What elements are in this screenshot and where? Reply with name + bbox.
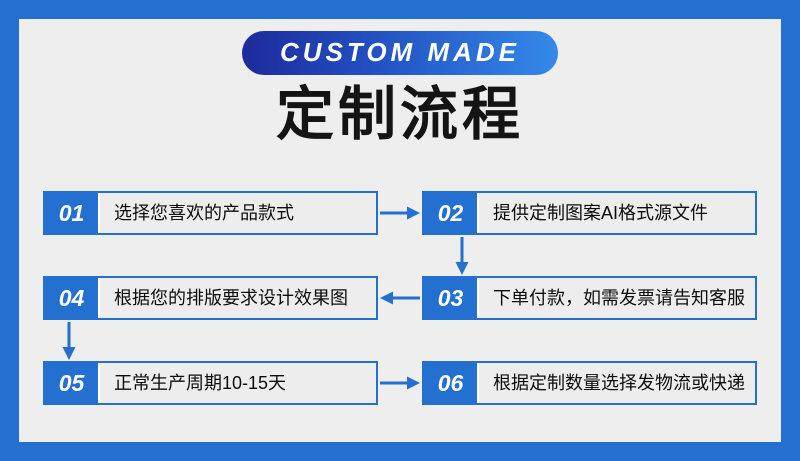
arrow-left-icon-03-to-04 [378, 276, 422, 320]
step-card-05[interactable]: 05 正常生产周期10-15天 [43, 361, 378, 405]
arrow-down-icon-04-to-05 [49, 320, 89, 361]
step-body-01: 选择您喜欢的产品款式 [98, 193, 376, 233]
step-label-01: 选择您喜欢的产品款式 [114, 203, 294, 223]
step-label-06: 根据定制数量选择发物流或快递 [493, 373, 745, 393]
custom-made-badge: CUSTOM MADE [242, 31, 558, 75]
step-number-05: 05 [45, 363, 98, 403]
step-number-01: 01 [45, 193, 98, 233]
step-label-02: 提供定制图案AI格式源文件 [493, 203, 709, 223]
arrow-right-icon-01-to-02 [378, 191, 422, 235]
step-number-04: 04 [45, 278, 98, 318]
flow-row-2: 04 根据您的排版要求设计效果图 03 下单付款，如需发票请告知客服 [43, 276, 757, 320]
step-card-01[interactable]: 01 选择您喜欢的产品款式 [43, 191, 378, 235]
flow-row-3: 05 正常生产周期10-15天 06 根据定制数量选择发物流或快递 [43, 361, 757, 405]
step-card-06[interactable]: 06 根据定制数量选择发物流或快递 [422, 361, 757, 405]
step-label-03: 下单付款，如需发票请告知客服 [493, 288, 745, 308]
step-body-02: 提供定制图案AI格式源文件 [477, 193, 755, 233]
flow-gap-2 [43, 320, 757, 361]
flow-row-1: 01 选择您喜欢的产品款式 02 提供定制图案AI格式源文件 [43, 191, 757, 235]
step-card-02[interactable]: 02 提供定制图案AI格式源文件 [422, 191, 757, 235]
flow-gap-1 [43, 235, 757, 276]
step-card-04[interactable]: 04 根据您的排版要求设计效果图 [43, 276, 378, 320]
process-flow: 01 选择您喜欢的产品款式 02 提供定制图案AI格式源文件 [43, 191, 757, 405]
step-body-06: 根据定制数量选择发物流或快递 [477, 363, 755, 403]
step-label-04: 根据您的排版要求设计效果图 [114, 288, 348, 308]
step-body-04: 根据您的排版要求设计效果图 [98, 278, 376, 318]
arrow-right-icon-05-to-06 [378, 361, 422, 405]
poster-header: CUSTOM MADE 定制流程 [19, 19, 781, 148]
step-card-03[interactable]: 03 下单付款，如需发票请告知客服 [422, 276, 757, 320]
arrow-down-icon-02-to-03 [442, 235, 482, 276]
step-number-06: 06 [424, 363, 477, 403]
poster-inner-panel: CUSTOM MADE 定制流程 01 选择您喜欢的产品款式 [19, 19, 781, 442]
step-number-03: 03 [424, 278, 477, 318]
step-body-05: 正常生产周期10-15天 [98, 363, 376, 403]
step-body-03: 下单付款，如需发票请告知客服 [477, 278, 755, 318]
step-number-02: 02 [424, 193, 477, 233]
step-label-05: 正常生产周期10-15天 [114, 373, 287, 393]
page-title: 定制流程 [275, 82, 524, 147]
